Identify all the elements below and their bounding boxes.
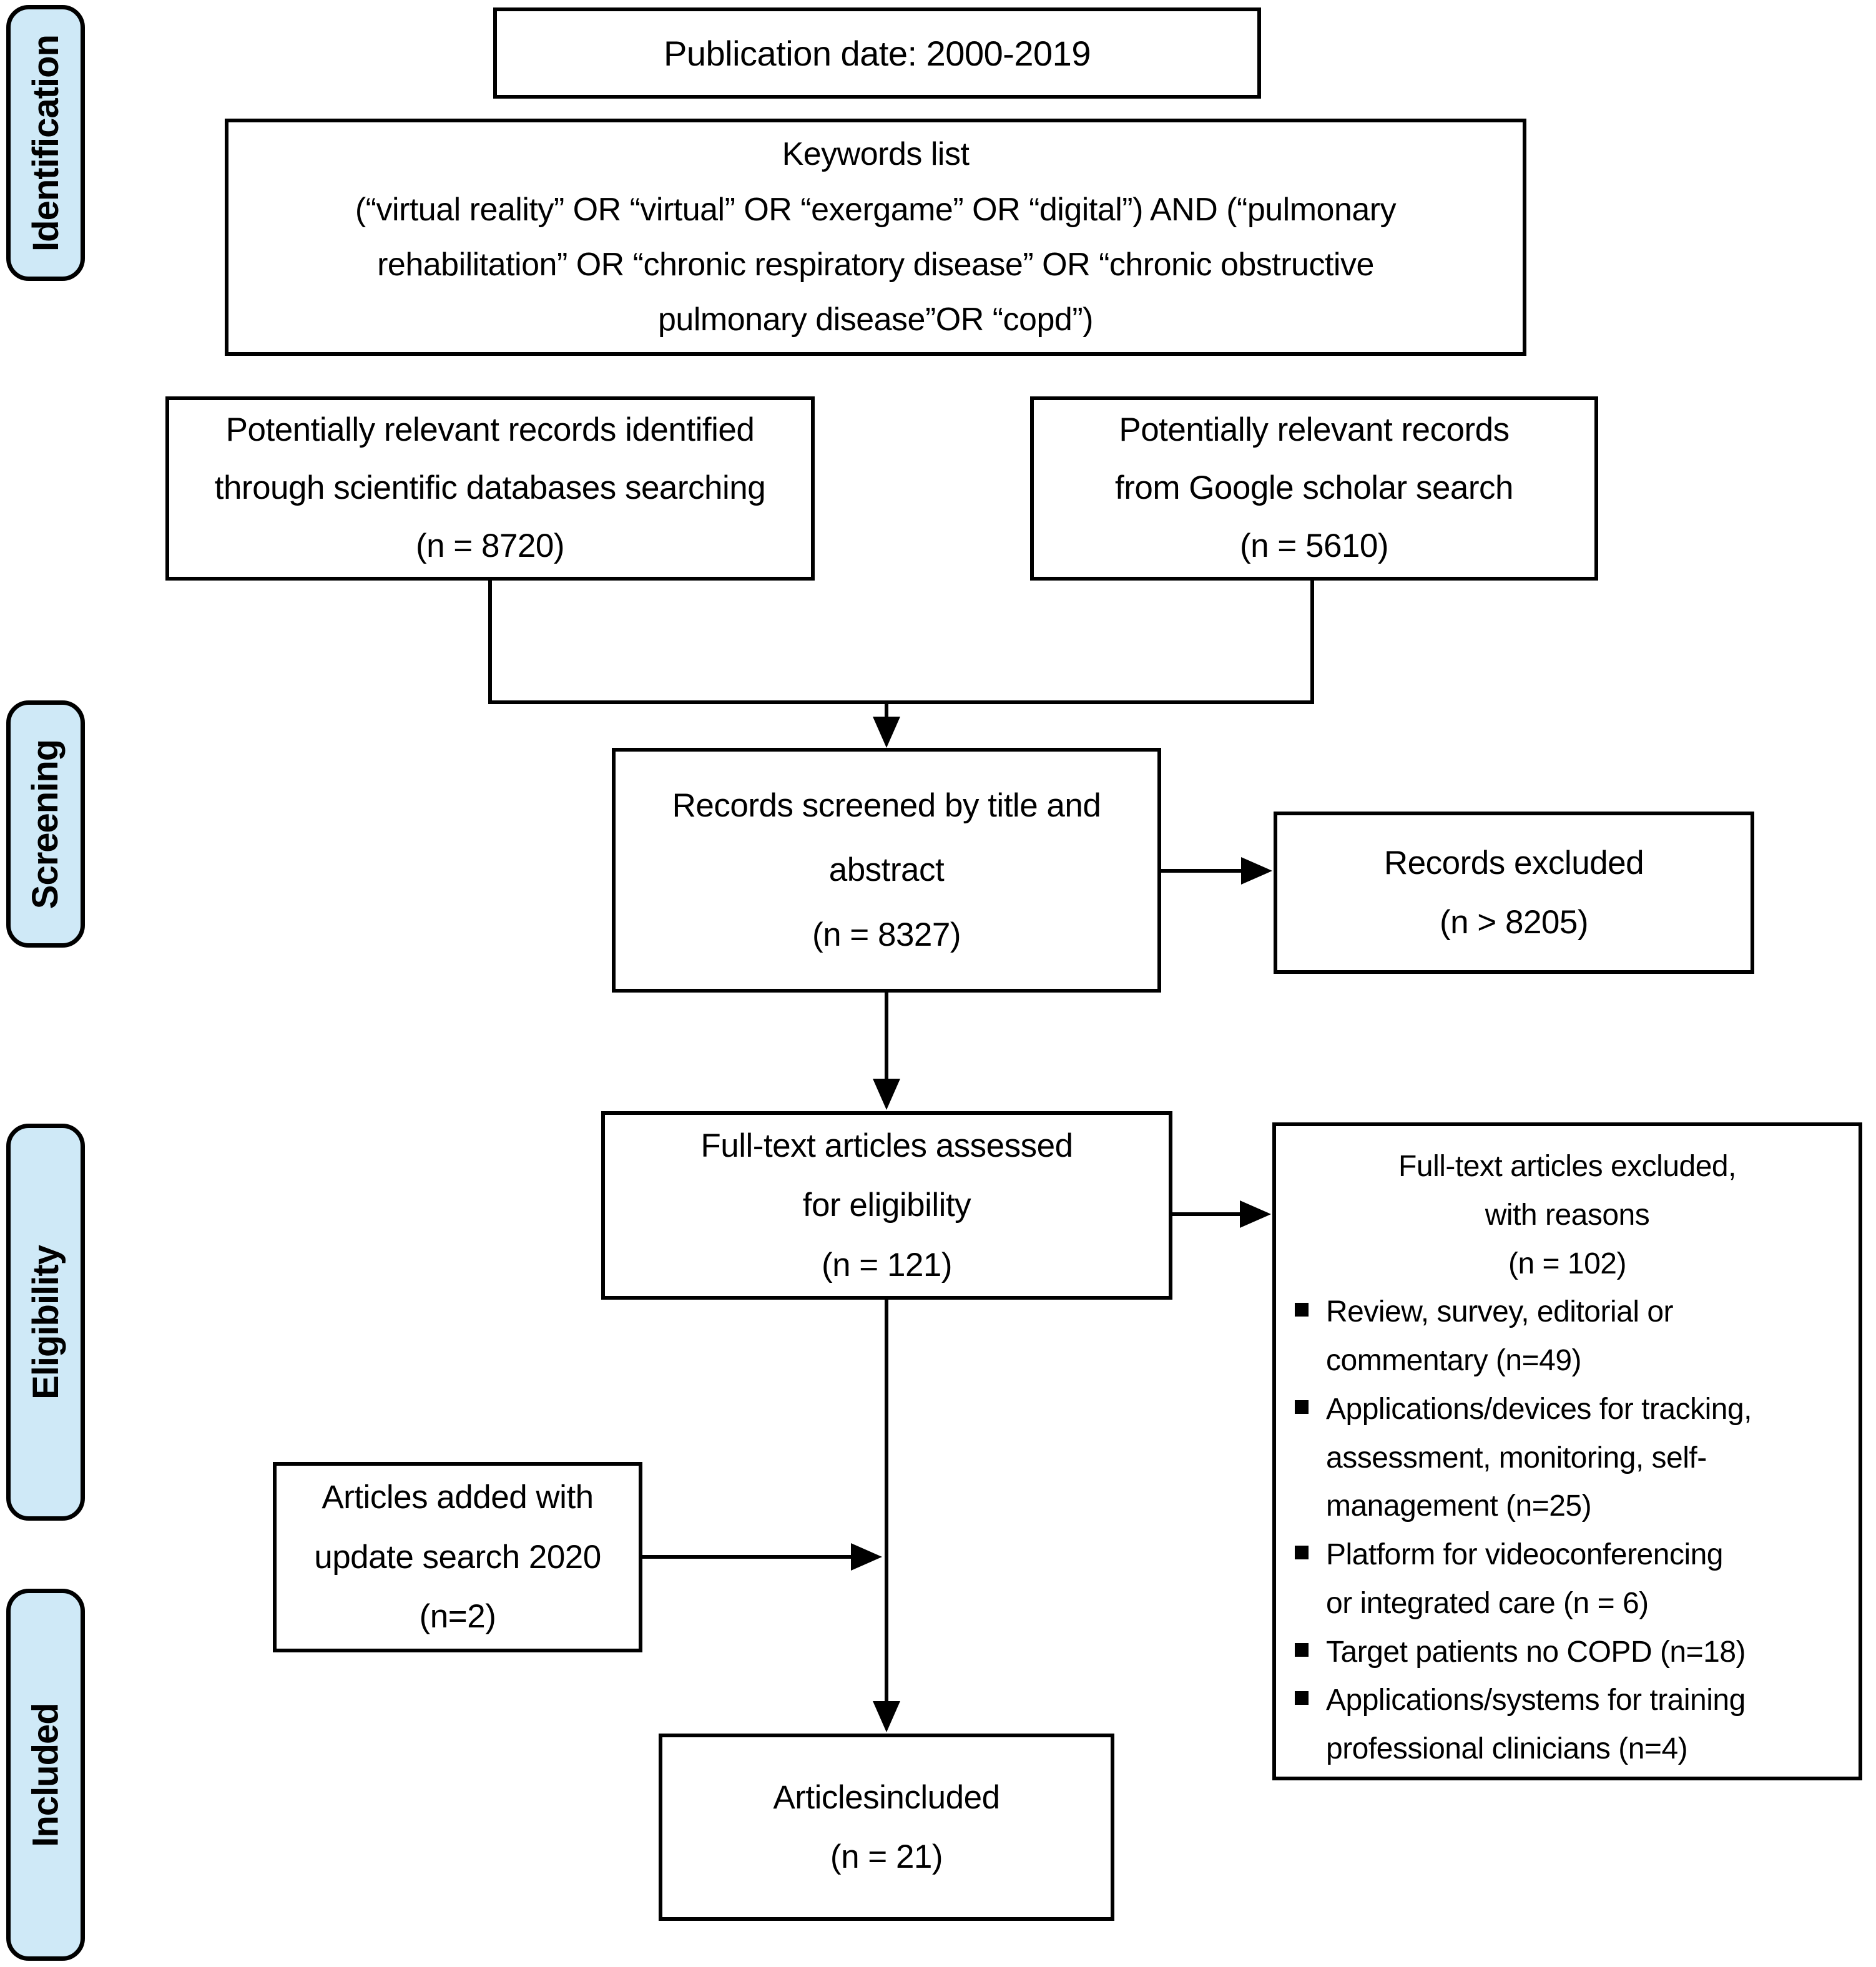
arrow-down-icon — [873, 1701, 900, 1732]
arrow-down-icon — [873, 1079, 900, 1110]
stage-label-text: Identification — [25, 34, 66, 252]
connector-update-to-included — [639, 1555, 854, 1559]
exclusion-reason-item: Applications/devices for tracking, asses… — [1294, 1385, 1841, 1531]
publication-date-box: Publication date: 2000-2019 — [493, 7, 1261, 99]
keywords-list-text: Keywords list (“virtual reality” OR “vir… — [355, 136, 1397, 338]
connector-join-to-screened — [885, 702, 888, 724]
exclusion-reason-text: Applications/systems for training profes… — [1326, 1684, 1746, 1765]
square-bullet-icon — [1295, 1642, 1309, 1657]
stage-label-screening: Screening — [6, 700, 85, 948]
stage-label-text: Eligibility — [25, 1245, 66, 1400]
records-screened-box: Records screened by title and abstract (… — [612, 748, 1161, 993]
exclusion-reason-item: Target patients no COPD (n=18) — [1294, 1628, 1841, 1677]
update-search-text: Articles added with update search 2020 (… — [314, 1479, 601, 1636]
google-scholar-records-text: Potentially relevant records from Google… — [1114, 411, 1514, 564]
square-bullet-icon — [1295, 1546, 1309, 1559]
google-scholar-records-box: Potentially relevant records from Google… — [1030, 396, 1598, 581]
connector-join-horizontal — [488, 700, 1314, 704]
connector-google-to-join — [1310, 580, 1314, 704]
exclusion-reason-text: Target patients no COPD (n=18) — [1326, 1635, 1746, 1669]
fulltext-assessed-text: Full-text articles assessed for eligibil… — [700, 1127, 1073, 1283]
exclusion-reason-text: Review, survey, editorial or commentary … — [1326, 1295, 1674, 1377]
stage-label-text: Included — [25, 1702, 66, 1847]
records-excluded-text: Records excluded (n > 8205) — [1383, 844, 1644, 941]
square-bullet-icon — [1295, 1400, 1309, 1414]
arrow-right-icon — [1240, 1200, 1271, 1228]
exclusion-reason-item: Review, survey, editorial or commentary … — [1294, 1288, 1841, 1385]
exclusion-reason-text: Applications/devices for tracking, asses… — [1326, 1392, 1752, 1523]
fulltext-excluded-content: Full-text articles excluded, with reason… — [1276, 1126, 1859, 1790]
database-records-text: Potentially relevant records identified … — [214, 411, 766, 564]
connector-screened-to-excluded — [1157, 869, 1245, 873]
arrow-right-icon — [1241, 857, 1272, 885]
connector-screened-to-fulltext — [885, 991, 888, 1082]
exclusion-reason-item: Applications/systems for training profes… — [1294, 1676, 1841, 1773]
publication-date-text: Publication date: 2000-2019 — [664, 33, 1091, 73]
square-bullet-icon — [1295, 1303, 1309, 1317]
records-screened-text: Records screened by title and abstract (… — [672, 787, 1101, 953]
connector-fulltext-to-reasons — [1169, 1212, 1244, 1216]
fulltext-assessed-box: Full-text articles assessed for eligibil… — [601, 1111, 1172, 1300]
records-excluded-box: Records excluded (n > 8205) — [1274, 812, 1754, 974]
exclusion-reason-text: Platform for videoconferencing or integr… — [1326, 1538, 1724, 1620]
connector-fulltext-to-included — [885, 1298, 888, 1704]
stage-label-included: Included — [6, 1589, 85, 1961]
articles-included-box: Articlesincluded (n = 21) — [659, 1734, 1114, 1921]
stage-label-text: Screening — [25, 739, 66, 909]
arrow-down-icon — [873, 717, 900, 748]
fulltext-excluded-header: Full-text articles excluded, with reason… — [1398, 1150, 1736, 1280]
update-search-box: Articles added with update search 2020 (… — [273, 1462, 642, 1652]
fulltext-excluded-box: Full-text articles excluded, with reason… — [1272, 1122, 1862, 1780]
database-records-box: Potentially relevant records identified … — [165, 396, 815, 581]
connector-db-to-join — [488, 580, 492, 704]
keywords-list-box: Keywords list (“virtual reality” OR “vir… — [225, 119, 1526, 356]
square-bullet-icon — [1295, 1691, 1309, 1705]
exclusion-reason-item: Platform for videoconferencing or integr… — [1294, 1531, 1841, 1628]
articles-included-text: Articlesincluded (n = 21) — [773, 1778, 1000, 1875]
stage-label-eligibility: Eligibility — [6, 1124, 85, 1521]
stage-label-identification: Identification — [6, 5, 85, 281]
arrow-right-icon — [851, 1543, 882, 1571]
